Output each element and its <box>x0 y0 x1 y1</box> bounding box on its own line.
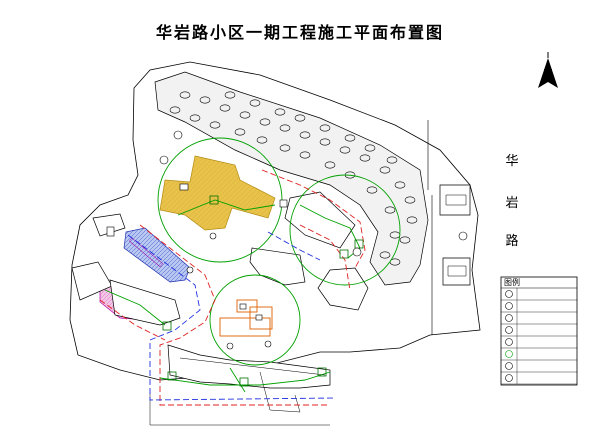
legend-symbol-icon <box>505 326 513 334</box>
hatch-line <box>215 156 275 230</box>
shrub-ring <box>404 196 416 204</box>
shrub-ring <box>319 124 331 132</box>
utility-lines <box>104 199 361 393</box>
facility-markers <box>162 195 364 387</box>
building-under-construction <box>159 155 276 231</box>
legend: 图例 <box>500 276 578 386</box>
temporary-facilities <box>219 299 273 337</box>
shrub-ring <box>366 186 378 194</box>
legend-symbol-icon <box>505 338 513 346</box>
hatch-line <box>160 156 206 230</box>
shrub-ring <box>379 251 391 259</box>
shrub-ring <box>344 134 356 142</box>
shrub-ring <box>339 146 351 154</box>
road-edge <box>427 120 433 335</box>
shrub-ring <box>279 124 291 132</box>
green-belt <box>154 71 429 286</box>
shrub-ring <box>386 156 398 164</box>
north-label: N <box>543 67 553 81</box>
shrub-ring <box>189 114 201 122</box>
hatch-line <box>173 228 190 282</box>
hatch-line <box>160 156 216 230</box>
shrub-ring <box>209 121 221 129</box>
legend-symbol-icon <box>505 314 513 322</box>
hatch-line <box>100 283 117 320</box>
shrub-ring <box>169 106 181 114</box>
hatch-line <box>181 228 190 282</box>
shrub-ring <box>379 166 391 174</box>
hatch-line <box>100 283 113 320</box>
road-name-char-3: 路 <box>505 233 518 249</box>
shrub-ring <box>179 91 191 99</box>
hatch-line <box>165 228 190 282</box>
shrub-ring <box>384 206 396 214</box>
shrub-ring <box>219 104 231 112</box>
hatch-line <box>124 228 137 282</box>
shrub-ring <box>279 144 291 152</box>
shrub-ring <box>299 131 311 139</box>
shrub-ring <box>224 91 236 99</box>
building-details <box>149 194 467 426</box>
existing-buildings <box>71 184 471 389</box>
shrub-ring <box>256 136 268 144</box>
hatch-line <box>160 156 221 230</box>
drawing-title: 华岩路小区一期工程施工平面布置图 <box>156 23 444 42</box>
shrub-ring <box>324 161 336 169</box>
shrub-ring <box>259 118 271 126</box>
shrub-ring <box>399 236 411 244</box>
site-icons <box>106 130 468 350</box>
north-arrow: N <box>538 52 558 88</box>
shrub-ring <box>234 128 246 136</box>
hatch-line <box>160 156 211 230</box>
legend-symbol-icon <box>505 374 513 382</box>
shrub-ring <box>394 181 406 189</box>
legend-symbol-icon <box>505 302 513 310</box>
shrub-ring <box>319 138 331 146</box>
shrub-ring <box>299 151 311 159</box>
legend-title: 图例 <box>504 277 520 287</box>
shrub-ring <box>199 96 211 104</box>
legend-symbol-icon <box>505 350 513 358</box>
hatch-line <box>124 228 145 282</box>
legend-symbol-icon <box>505 290 513 298</box>
shrub-ring <box>359 154 371 162</box>
shrub-ring <box>364 144 376 152</box>
hatch-line <box>124 228 149 282</box>
shrub-ring <box>406 216 418 224</box>
site-boundary <box>69 61 481 381</box>
shrub-ring <box>249 99 261 107</box>
legend-symbol-icon <box>505 362 513 370</box>
shrub-ring <box>274 108 286 116</box>
shrub-ring <box>294 114 306 122</box>
shrub-ring <box>239 111 251 119</box>
road-name-char-2: 岩 <box>505 196 518 211</box>
road-name-char-1: 华 <box>505 154 518 169</box>
hatch-line <box>177 228 190 282</box>
temporary-roads <box>99 169 366 406</box>
